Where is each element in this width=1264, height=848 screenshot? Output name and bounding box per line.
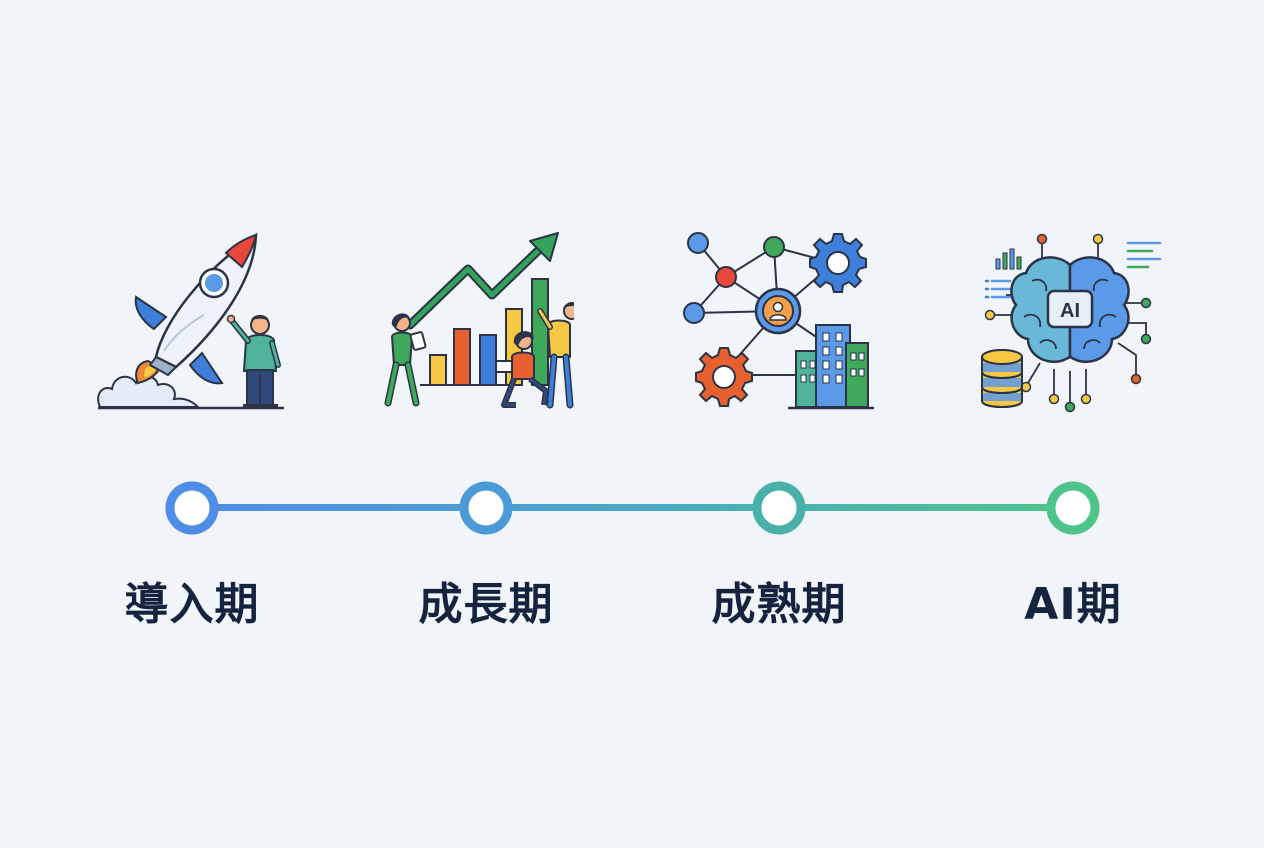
ai-brain-circuit-icon: AI	[981, 233, 1162, 413]
stage-2-illustration	[374, 225, 574, 415]
ai-badge-text: AI	[1060, 300, 1080, 322]
rocket-launch-icon	[97, 232, 284, 410]
timeline-track	[0, 470, 1264, 550]
stage-3-illustration	[678, 225, 878, 415]
timeline-node-4	[1046, 481, 1100, 535]
stage-label-maturity: 成熟期	[711, 579, 847, 630]
timeline-node-1	[165, 481, 219, 535]
timeline-node-2	[459, 481, 513, 535]
stage-4-illustration: AI	[970, 225, 1170, 415]
timeline-node-3	[752, 481, 806, 535]
stage-label-ai: AI期	[1024, 579, 1122, 630]
stage-label-growth: 成長期	[418, 579, 554, 630]
timeline-line	[165, 481, 1100, 535]
network-gears-buildings-icon	[683, 232, 874, 410]
stage-1-illustration	[94, 225, 294, 415]
stage-label-introduction: 導入期	[124, 579, 260, 630]
growth-chart-team-icon	[384, 232, 574, 409]
